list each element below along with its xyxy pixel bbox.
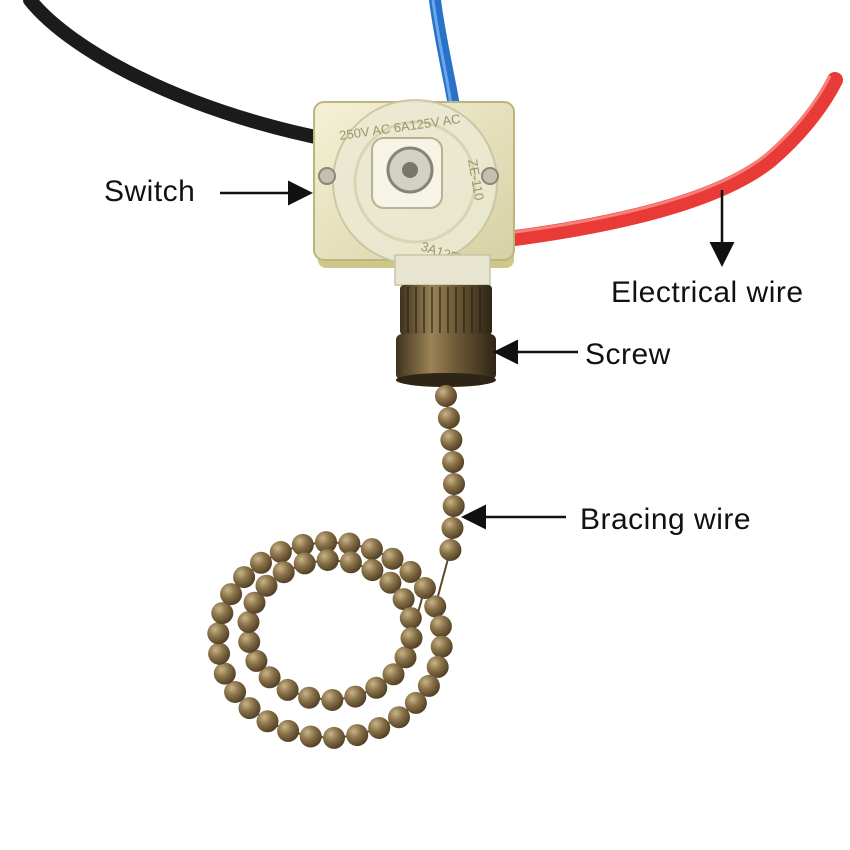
chain-bead: [243, 591, 266, 614]
chain-bead: [298, 686, 321, 709]
chain-bead: [237, 611, 260, 633]
chain-bead: [392, 588, 415, 611]
chain-bead: [424, 595, 447, 618]
chain-bead: [430, 635, 453, 658]
chain-bead: [224, 681, 247, 703]
chain-bead: [382, 663, 405, 686]
chain-bead: [208, 642, 231, 665]
chain-bead: [323, 726, 345, 749]
chain-bead: [276, 678, 299, 701]
chain-bead: [441, 517, 464, 539]
chain-bead: [250, 551, 272, 574]
chain-bead: [404, 691, 427, 714]
chain-bead: [442, 451, 465, 473]
chain-bead: [439, 539, 462, 561]
chain-bead: [272, 561, 295, 584]
chain-bead: [437, 407, 460, 429]
chain-bead: [211, 602, 234, 625]
label-screw: Screw: [585, 338, 671, 371]
chain-bead: [299, 725, 322, 748]
chain-bead: [245, 649, 268, 672]
switch-body: 250V AC 6A125V AC 3A125VL ZE-110: [313, 99, 515, 286]
chain-bead: [417, 674, 440, 697]
chain-bead: [315, 531, 337, 554]
chain-bead: [339, 551, 362, 574]
screw-nut: [396, 285, 496, 387]
chain-bead: [213, 662, 236, 685]
chain-bead: [291, 533, 314, 556]
chain-bead: [394, 646, 417, 669]
chain-bead: [361, 559, 384, 582]
chain-bead: [435, 385, 457, 407]
black-wire: [23, 0, 337, 147]
chain-bead: [338, 532, 361, 555]
blue-wire: [429, 0, 461, 118]
chain-bead: [400, 627, 423, 649]
chain-bead: [238, 630, 261, 653]
chain-bead: [316, 549, 339, 571]
chain-bead: [346, 724, 369, 747]
chain-bead: [381, 547, 404, 570]
chain-bead: [365, 676, 388, 699]
bead-chain: [207, 385, 465, 749]
chain-bead: [207, 622, 230, 645]
chain-bead: [388, 706, 410, 729]
chain-bead: [426, 655, 449, 678]
switch-model: ZE-110: [465, 158, 487, 202]
chain-bead: [440, 429, 463, 451]
chain-bead: [344, 685, 367, 708]
chain-bead: [399, 560, 422, 583]
chain-bead: [399, 607, 422, 630]
chain-bead: [379, 571, 402, 594]
chain-bead: [293, 552, 316, 575]
red-wire: [492, 72, 843, 248]
chain-bead: [368, 717, 391, 739]
label-electrical-wire: Electrical wire: [611, 276, 804, 309]
label-switch: Switch: [104, 175, 196, 208]
chain-bead: [277, 719, 300, 742]
label-bracing-wire: Bracing wire: [580, 503, 752, 536]
chain-bead: [233, 566, 256, 589]
chain-bead: [269, 541, 292, 563]
chain-bead: [443, 473, 465, 495]
chain-bead: [258, 666, 281, 689]
chain-bead: [321, 689, 344, 711]
chain-bead: [360, 538, 383, 561]
chain-bead: [413, 577, 436, 599]
chain-bead: [255, 574, 278, 597]
chain-bead: [220, 583, 243, 606]
chain-bead: [238, 697, 261, 720]
chain-bead: [256, 710, 279, 733]
red-wire-highlight: [499, 75, 832, 236]
chain-bead: [429, 615, 452, 638]
chain-bead: [442, 495, 465, 517]
